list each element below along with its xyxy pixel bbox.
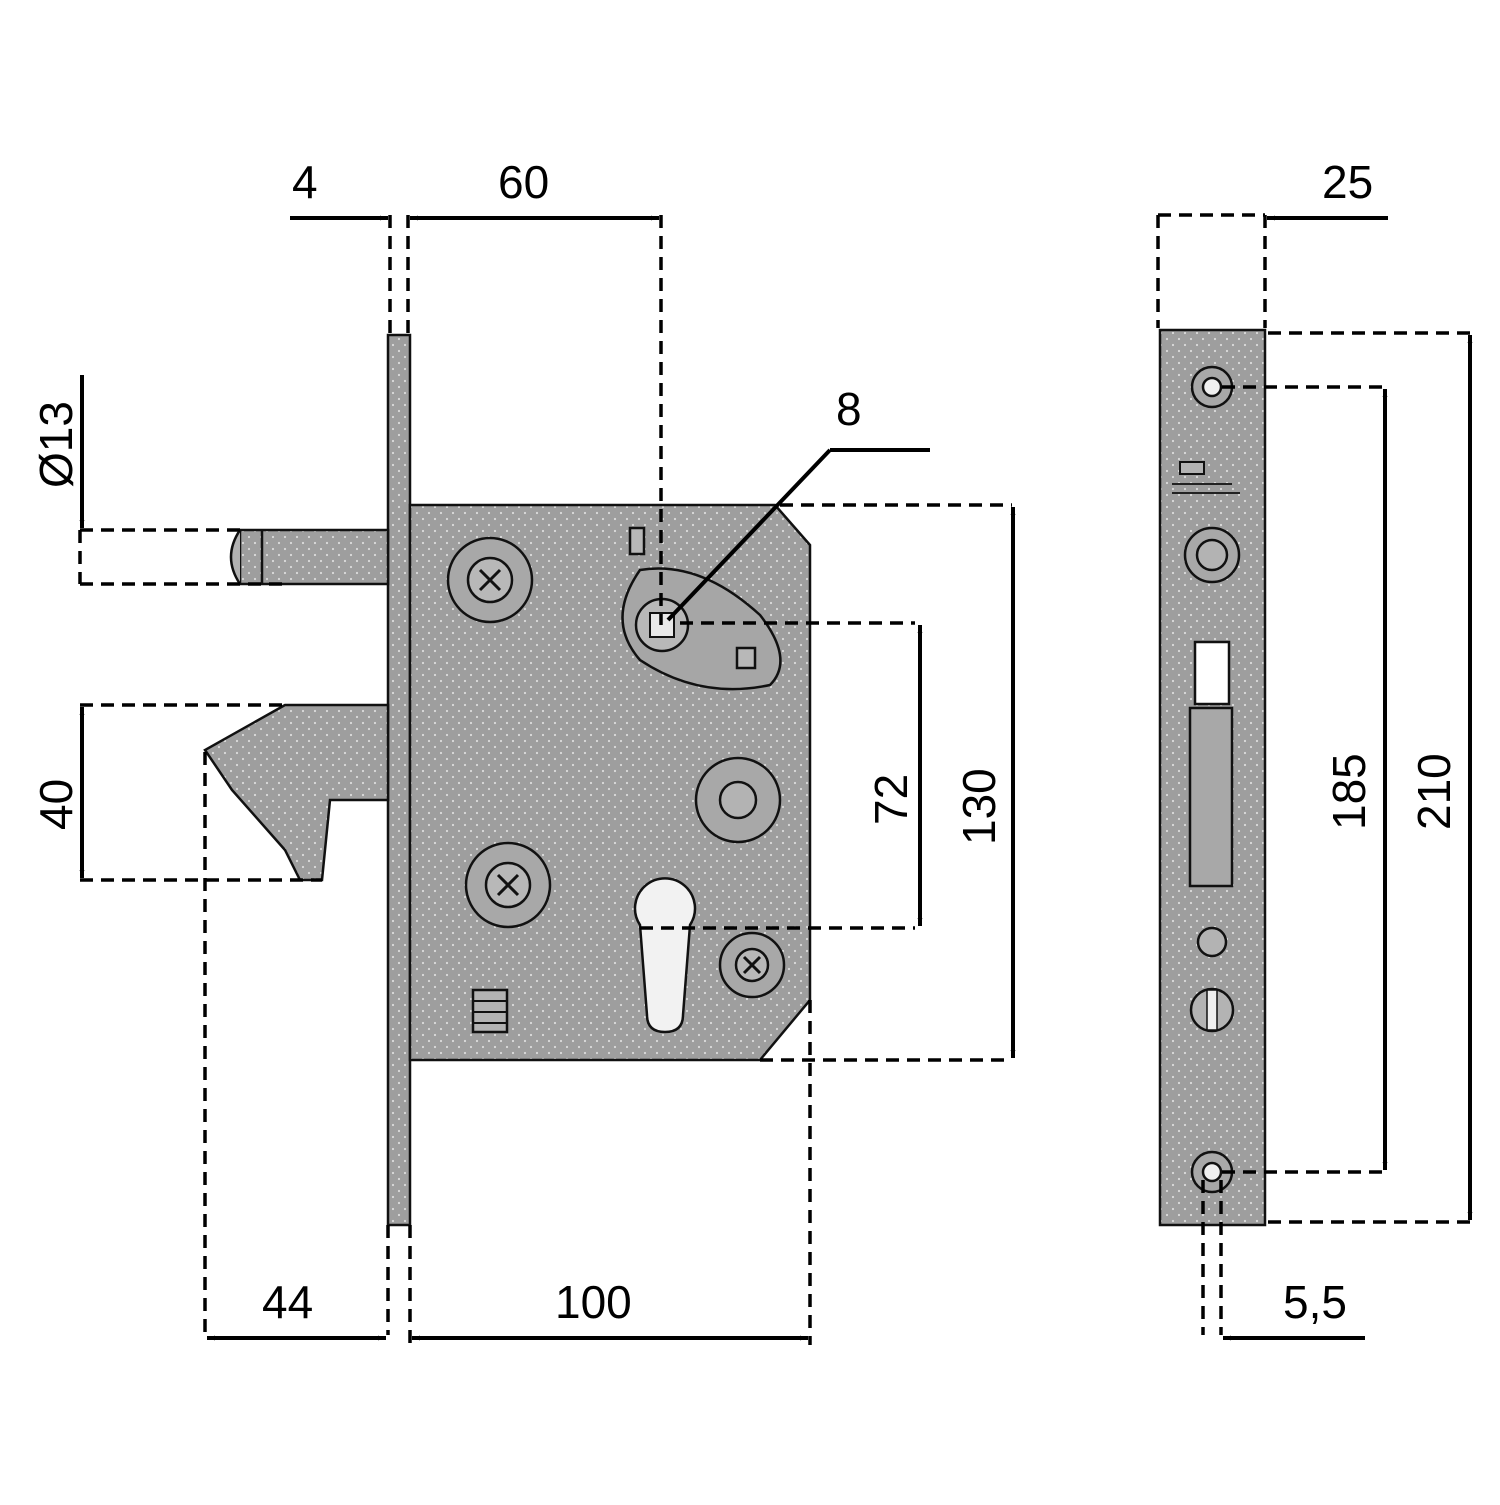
left-dimension-lines (78, 215, 1016, 1345)
dim-25-label: 25 (1322, 156, 1373, 208)
right-dimension-labels: 25 185 210 5,5 (1283, 156, 1460, 1328)
round-pin (694, 756, 782, 844)
dim-4-label: 4 (292, 156, 318, 208)
cylinder-keyhole (633, 877, 697, 1034)
dim-130-label: 130 (953, 768, 1005, 845)
case-screw-right (718, 931, 786, 999)
faceplate-logo (1172, 461, 1240, 494)
round-bolt (229, 528, 390, 586)
faceplate-cylinder-hole (1189, 987, 1235, 1033)
dim-40-label: 40 (30, 779, 82, 830)
faceplate-hex-hole (1196, 926, 1228, 958)
latch-slide (471, 988, 509, 1034)
dim-185-label: 185 (1323, 753, 1375, 830)
left-dimension-labels: 4 60 Ø13 8 40 72 130 44 100 (30, 156, 1005, 1328)
faceplate-latch-slot (1188, 706, 1234, 888)
faceplate-latch-slot-open (1193, 640, 1231, 706)
case-screw-bottom (464, 841, 552, 929)
dim-60-label: 60 (498, 156, 549, 208)
dim-44-label: 44 (262, 1276, 313, 1328)
faceplate-bolt-opening (1183, 526, 1241, 584)
right-dimension-lines (1156, 213, 1473, 1341)
dim-210-label: 210 (1408, 753, 1460, 830)
dim-5-5-label: 5,5 (1283, 1276, 1347, 1328)
forend-strip (386, 333, 412, 1227)
dim-72-label: 72 (865, 774, 917, 825)
dim-100-label: 100 (555, 1276, 632, 1328)
dim-bolt-diameter-label: Ø13 (30, 401, 82, 488)
dim-8-label: 8 (836, 383, 862, 435)
lock-side-view (203, 333, 812, 1227)
hook-latch (203, 703, 390, 882)
case-screw-top (446, 536, 534, 624)
faceplate-front-view (1158, 328, 1267, 1227)
